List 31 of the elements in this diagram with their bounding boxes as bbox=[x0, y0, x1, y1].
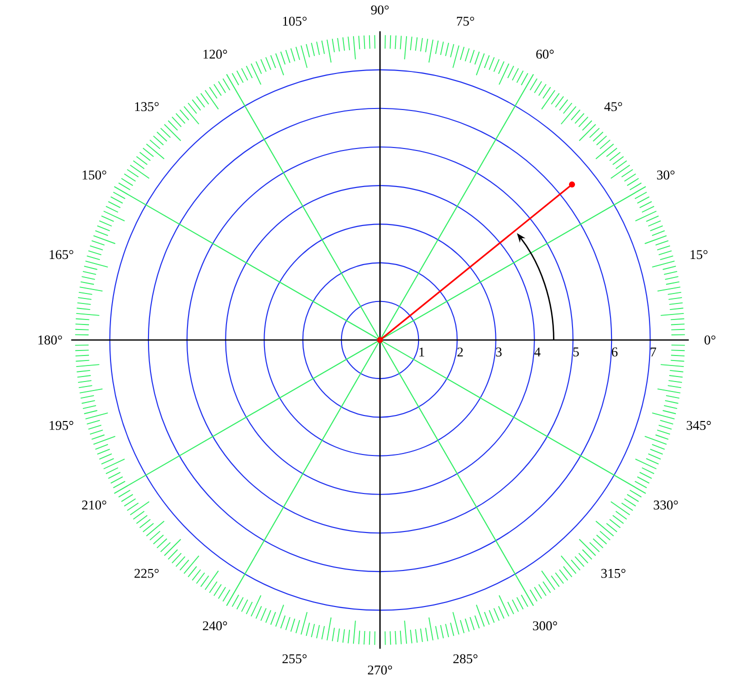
angle-label: 30° bbox=[657, 170, 674, 180]
angle-label: 120° bbox=[204, 50, 227, 59]
angle-label: 225° bbox=[134, 568, 159, 578]
angle-label: 210° bbox=[82, 500, 106, 510]
radius-label: 5 bbox=[573, 348, 579, 356]
angle-label: 240° bbox=[202, 621, 227, 630]
radius-label: 3 bbox=[496, 348, 502, 356]
angle-label: 0° bbox=[704, 336, 716, 344]
angle-label: 105° bbox=[283, 16, 307, 26]
angle-label: 285° bbox=[453, 654, 478, 664]
angle-label: 315° bbox=[601, 568, 626, 578]
radius-label: 6 bbox=[612, 348, 618, 356]
angle-label: 45° bbox=[604, 102, 622, 112]
angle-label: 270° bbox=[368, 666, 392, 675]
radius-label: 2 bbox=[457, 348, 463, 356]
angle-label: 135° bbox=[135, 102, 159, 112]
radius-label: 7 bbox=[650, 348, 656, 356]
angle-label: 15° bbox=[690, 250, 708, 260]
radius-label: 4 bbox=[534, 348, 541, 356]
angle-label: 195° bbox=[50, 420, 74, 430]
angle-label: 180° bbox=[38, 336, 62, 344]
angle-label: 330° bbox=[654, 500, 678, 510]
angle-label: 90° bbox=[371, 5, 389, 14]
angle-label: 60° bbox=[536, 50, 554, 59]
angle-label: 255° bbox=[282, 654, 307, 664]
angle-label: 345° bbox=[686, 420, 711, 430]
radius-label: 1 bbox=[419, 348, 424, 356]
angle-label: 150° bbox=[82, 170, 106, 180]
angle-label: 165° bbox=[50, 250, 74, 260]
angle-label: 75° bbox=[456, 16, 474, 26]
angle-label: 300° bbox=[533, 621, 558, 630]
